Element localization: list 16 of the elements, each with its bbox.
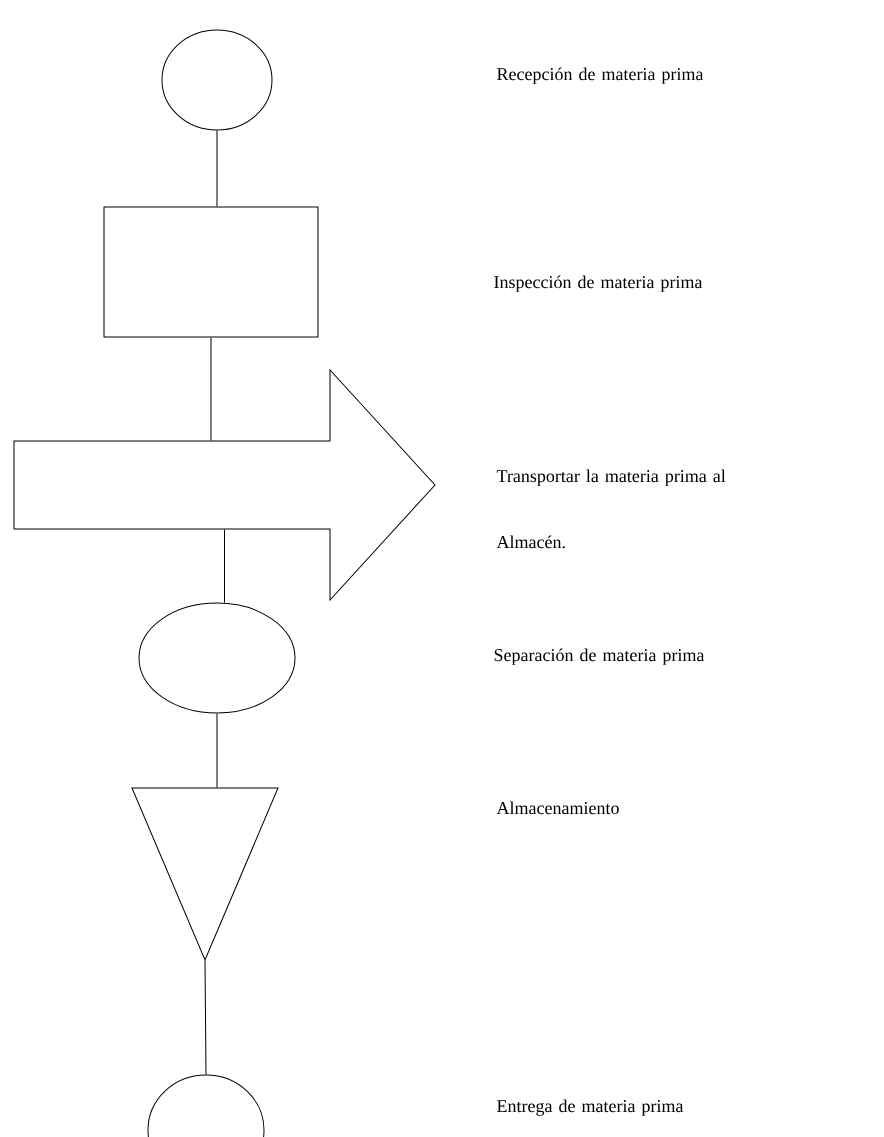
oval-symbol bbox=[161, 29, 273, 131]
connector-line bbox=[204, 960, 207, 1075]
step-label: Entrega de materia prima bbox=[497, 1099, 684, 1116]
step-label: Inspección de materia prima bbox=[494, 275, 703, 292]
step-label: Transportar la materia prima al Almacén. bbox=[496, 469, 726, 549]
step-label: Separación de materia prima bbox=[494, 648, 705, 665]
oval-symbol bbox=[138, 602, 296, 714]
step-label: Recepción de materia prima bbox=[497, 67, 704, 84]
connector-line bbox=[216, 713, 218, 788]
connector-line bbox=[210, 337, 212, 441]
connector-line bbox=[224, 529, 225, 603]
process-box bbox=[103, 206, 319, 338]
step-label: Almacenamiento bbox=[496, 801, 619, 815]
transport-symbol bbox=[13, 369, 436, 601]
connector-line bbox=[216, 130, 218, 207]
storage-triangle bbox=[131, 787, 279, 961]
